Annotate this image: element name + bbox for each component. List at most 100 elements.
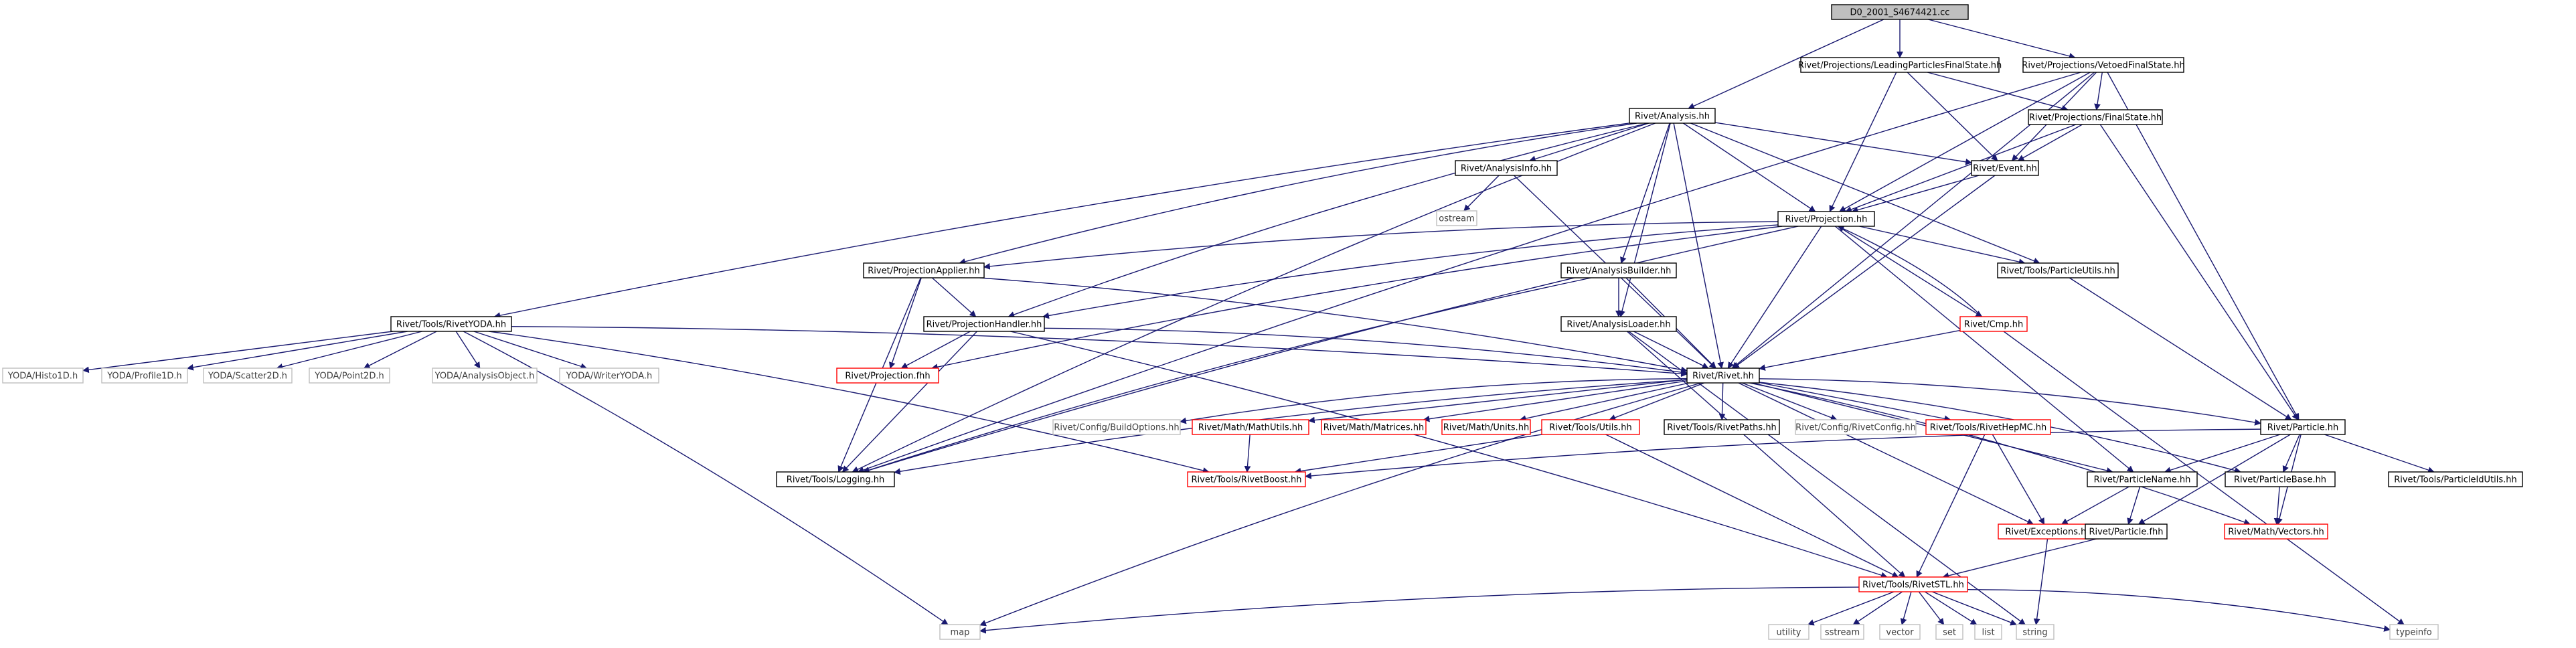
node-rivetstl[interactable]: Rivet/Tools/RivetSTL.hh xyxy=(1858,576,1968,592)
dependency-edge-rivetstl-to-sstream xyxy=(1852,591,1903,625)
node-box-rivet[interactable] xyxy=(1686,368,1760,384)
node-label-cmp: Rivet/Cmp.hh xyxy=(1964,320,2023,330)
dependency-edge-projection-to-particlename xyxy=(1834,226,2134,473)
node-rivetpaths[interactable]: Rivet/Tools/RivetPaths.hh xyxy=(1664,419,1780,435)
node-logging[interactable]: Rivet/Tools/Logging.hh xyxy=(776,471,895,487)
node-buildoptions: Rivet/Config/BuildOptions.hh xyxy=(1052,419,1181,435)
node-point2d: YODA/Point2D.h xyxy=(309,368,390,384)
dependency-edge-lpfs-to-projection xyxy=(1829,72,1897,212)
node-label-histo1d: YODA/Histo1D.h xyxy=(7,372,78,382)
node-rivetyoda[interactable]: Rivet/Tools/RivetYODA.hh xyxy=(390,316,512,332)
dependency-edge-rivet-to-logging xyxy=(894,379,1688,475)
node-profile1d: YODA/Profile1D.h xyxy=(101,368,188,384)
node-label-particleutils: Rivet/Tools/ParticleUtils.hh xyxy=(2000,266,2115,276)
dependency-edge-finalstate-to-projection xyxy=(1845,124,2077,213)
node-vectors[interactable]: Rivet/Math/Vectors.hh xyxy=(2224,523,2328,540)
node-box-units[interactable] xyxy=(1441,419,1531,435)
node-matrices[interactable]: Rivet/Math/Matrices.hh xyxy=(1321,419,1427,435)
node-label-typeinfo: typeinfo xyxy=(2396,628,2431,638)
dependency-edge-projection-to-logging xyxy=(862,226,1799,474)
node-box-rivetstl[interactable] xyxy=(1858,576,1968,592)
node-box-particlebase[interactable] xyxy=(2225,471,2336,487)
node-rivethepmc[interactable]: Rivet/Tools/RivetHepMC.hh xyxy=(1925,419,2051,435)
node-root: D0_2001_S4674421.cc xyxy=(1831,4,1969,20)
node-box-analysisloader[interactable] xyxy=(1560,316,1677,332)
node-box-cmp[interactable] xyxy=(1959,316,2028,332)
node-finalstate[interactable]: Rivet/Projections/FinalState.hh xyxy=(2028,109,2163,125)
node-box-particleidutils[interactable] xyxy=(2388,471,2523,487)
node-label-rivetpaths: Rivet/Tools/RivetPaths.hh xyxy=(1667,423,1777,433)
node-box-finalstate[interactable] xyxy=(2028,109,2163,125)
node-box-event[interactable] xyxy=(1971,160,2039,176)
dependency-edge-rivetstl-to-map xyxy=(979,586,1860,634)
node-box-projfhh[interactable] xyxy=(836,368,939,384)
node-analysisloader[interactable]: Rivet/AnalysisLoader.hh xyxy=(1560,316,1677,332)
dependency-edge-analysisloader-to-rivetstl xyxy=(1626,331,1906,578)
node-box-analysisinfo[interactable] xyxy=(1455,160,1558,176)
node-cmp[interactable]: Rivet/Cmp.hh xyxy=(1959,316,2028,332)
node-lpfs[interactable]: Rivet/Projections/LeadingParticlesFinalS… xyxy=(1798,57,2002,73)
node-exceptions[interactable]: Rivet/Exceptions.hh xyxy=(1998,523,2099,540)
node-projfhh[interactable]: Rivet/Projection.fhh xyxy=(836,368,939,384)
node-label-event: Rivet/Event.hh xyxy=(1973,164,2037,174)
node-event[interactable]: Rivet/Event.hh xyxy=(1971,160,2039,176)
node-box-profile1d xyxy=(101,368,188,384)
node-box-analysisbuilder[interactable] xyxy=(1560,262,1677,278)
node-box-projection[interactable] xyxy=(1777,211,1875,227)
node-label-mathutils: Rivet/Math/MathUtils.hh xyxy=(1198,423,1303,433)
node-box-matrices[interactable] xyxy=(1321,419,1427,435)
node-box-lpfs[interactable] xyxy=(1800,57,2000,73)
node-analysis[interactable]: Rivet/Analysis.hh xyxy=(1629,108,1716,124)
node-projapplier[interactable]: Rivet/ProjectionApplier.hh xyxy=(863,262,985,278)
node-box-vfs[interactable] xyxy=(2022,57,2184,73)
node-projection[interactable]: Rivet/Projection.hh xyxy=(1777,211,1875,227)
node-box-particlefhh[interactable] xyxy=(2085,523,2168,540)
node-box-particleutils[interactable] xyxy=(1997,262,2119,278)
node-box-particlename[interactable] xyxy=(2087,471,2198,487)
node-box-rivetyoda[interactable] xyxy=(390,316,512,332)
dependency-edge-projapplier-to-projfhh xyxy=(889,277,922,369)
dependency-edge-rivet-to-buildoptions xyxy=(1180,378,1688,424)
node-box-vectors[interactable] xyxy=(2224,523,2328,540)
node-projhandler[interactable]: Rivet/ProjectionHandler.hh xyxy=(923,316,1045,332)
node-box-mathutils[interactable] xyxy=(1192,419,1309,435)
node-analysisinfo[interactable]: Rivet/AnalysisInfo.hh xyxy=(1455,160,1558,176)
node-particlename[interactable]: Rivet/ParticleName.hh xyxy=(2087,471,2198,487)
node-box-logging[interactable] xyxy=(776,471,895,487)
node-vfs[interactable]: Rivet/Projections/VetoedFinalState.hh xyxy=(2022,57,2185,73)
node-mathutils[interactable]: Rivet/Math/MathUtils.hh xyxy=(1192,419,1309,435)
dependency-edge-rivet-to-rivetconfig xyxy=(1742,382,1838,421)
node-particle[interactable]: Rivet/Particle.hh xyxy=(2260,419,2346,435)
dependency-edge-rivet-to-vectors xyxy=(1749,382,2251,525)
dependency-nodes: D0_2001_S4674421.ccRivet/Projections/Lea… xyxy=(2,4,2523,640)
node-box-rivethepmc[interactable] xyxy=(1925,419,2051,435)
node-label-rivethepmc: Rivet/Tools/RivetHepMC.hh xyxy=(1930,423,2047,433)
node-particleutils[interactable]: Rivet/Tools/ParticleUtils.hh xyxy=(1997,262,2119,278)
node-particleidutils[interactable]: Rivet/Tools/ParticleIdUtils.hh xyxy=(2388,471,2523,487)
node-box-projhandler[interactable] xyxy=(923,316,1045,332)
node-label-point2d: YODA/Point2D.h xyxy=(314,372,384,382)
dependency-edge-rivet-to-exceptions xyxy=(1738,382,2034,525)
node-box-particle[interactable] xyxy=(2260,419,2346,435)
node-label-map: map xyxy=(951,628,970,638)
node-units[interactable]: Rivet/Math/Units.hh xyxy=(1441,419,1531,435)
node-box-rivetboost[interactable] xyxy=(1187,471,1306,487)
dependency-edge-rivethepmc-to-exceptions xyxy=(1992,434,2045,525)
node-rivetboost[interactable]: Rivet/Tools/RivetBoost.hh xyxy=(1187,471,1306,487)
dependency-edge-analysisbuilder-to-logging xyxy=(862,277,1591,473)
node-analysisbuilder[interactable]: Rivet/AnalysisBuilder.hh xyxy=(1560,262,1677,278)
node-particlebase[interactable]: Rivet/ParticleBase.hh xyxy=(2225,471,2336,487)
node-utils[interactable]: Rivet/Tools/Utils.hh xyxy=(1541,419,1640,435)
dependency-edge-event-to-projection xyxy=(1851,175,1980,214)
node-label-utils: Rivet/Tools/Utils.hh xyxy=(1549,423,1631,433)
node-box-rivetpaths[interactable] xyxy=(1664,419,1780,435)
dependency-edge-projhandler-to-rivetstl xyxy=(1010,331,1888,578)
node-box-projapplier[interactable] xyxy=(863,262,985,278)
node-particlefhh[interactable]: Rivet/Particle.fhh xyxy=(2085,523,2168,540)
node-rivet[interactable]: Rivet/Rivet.hh xyxy=(1686,368,1760,384)
dependency-edge-rivetyoda-to-histo1d xyxy=(82,331,393,374)
node-box-analysis[interactable] xyxy=(1629,108,1716,124)
node-label-projection: Rivet/Projection.hh xyxy=(1785,215,1868,225)
node-box-utils[interactable] xyxy=(1541,419,1640,435)
